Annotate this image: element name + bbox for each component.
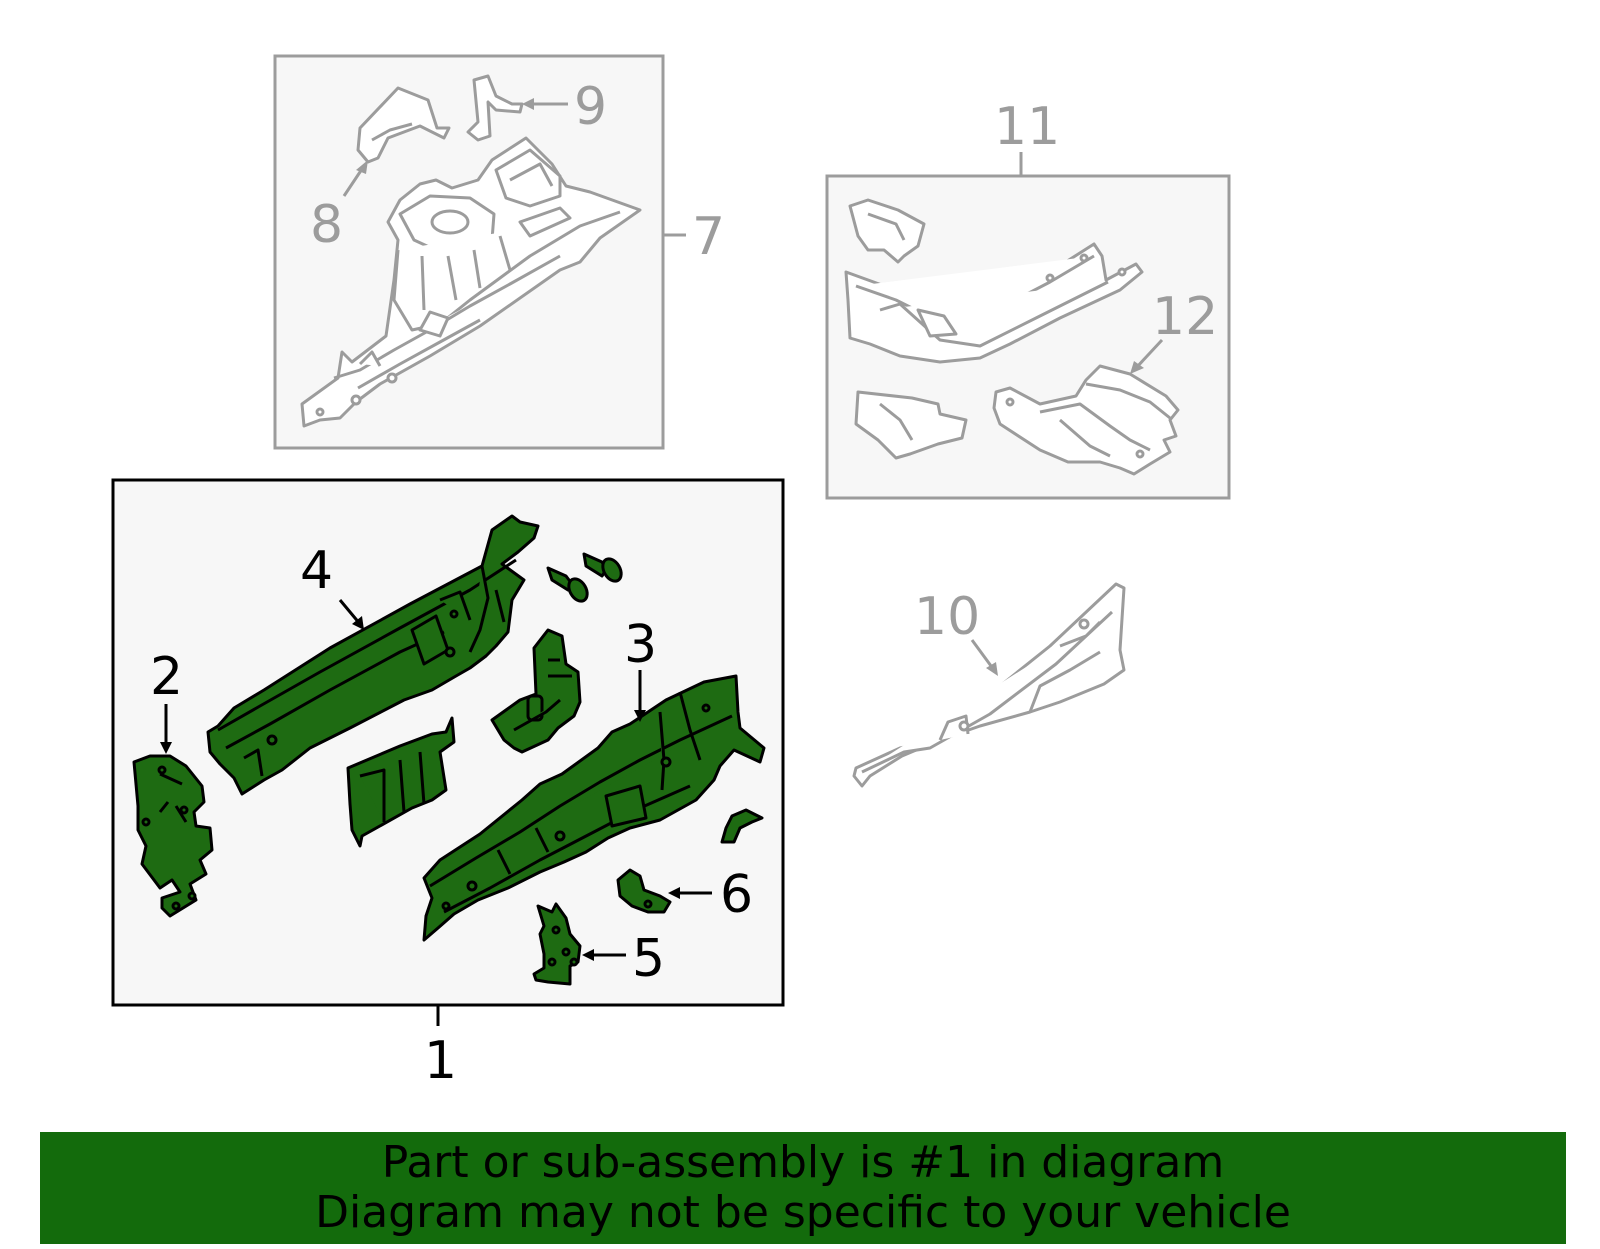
part-5-bracket[interactable] [532, 902, 582, 986]
part-11-small-bracket[interactable] [848, 198, 926, 264]
callout-9: 9 [574, 77, 607, 137]
banner-line-2: Diagram may not be specific to your vehi… [315, 1187, 1291, 1238]
bolt-pair[interactable] [546, 552, 625, 604]
part-4-front-rail[interactable] [206, 514, 540, 796]
part-2-plate[interactable] [132, 754, 214, 918]
leader-12 [1134, 338, 1164, 370]
info-banner: Part or sub-assembly is #1 in diagram Di… [40, 1132, 1566, 1244]
callout-5: 5 [632, 929, 665, 989]
leader-2-arrow [160, 742, 172, 754]
callout-7: 7 [692, 207, 725, 267]
part-6-bracket[interactable] [616, 868, 672, 914]
leader-3-arrow [634, 710, 646, 722]
leader-6-arrow [668, 887, 680, 899]
part-bracket-panel[interactable] [346, 716, 456, 848]
banner-line-1: Part or sub-assembly is #1 in diagram [381, 1137, 1225, 1188]
leader-9-arrow [522, 98, 534, 110]
callout-8: 8 [310, 195, 343, 255]
part-stud-bracket[interactable] [490, 628, 582, 754]
part-small-clip[interactable] [720, 808, 764, 844]
part-3-rear-rail[interactable] [422, 674, 766, 942]
part-11-rail[interactable] [844, 242, 1144, 364]
leader-4 [338, 599, 362, 625]
part-7-apron-assembly[interactable] [300, 136, 642, 428]
callout-4: 4 [300, 541, 333, 601]
callout-1: 1 [424, 1031, 457, 1091]
callout-3: 3 [624, 615, 657, 675]
callout-2: 2 [150, 647, 183, 707]
leader-4-arrow [352, 616, 364, 630]
callout-11: 11 [994, 97, 1060, 157]
leader-8-arrow [356, 160, 368, 174]
leader-10 [970, 639, 996, 671]
callout-12: 12 [1152, 287, 1218, 347]
leader-10-arrow [986, 662, 998, 676]
part-11-lower-bracket[interactable] [854, 390, 968, 460]
part-10-rail[interactable] [852, 582, 1126, 788]
part-8-bracket[interactable] [356, 86, 451, 164]
part-12-bracket[interactable] [992, 364, 1180, 476]
callout-6: 6 [720, 865, 753, 925]
leader-5-arrow [582, 949, 594, 961]
leader-12-arrow [1130, 361, 1144, 374]
callout-10: 10 [914, 587, 980, 647]
part-9-clip[interactable] [466, 74, 524, 142]
